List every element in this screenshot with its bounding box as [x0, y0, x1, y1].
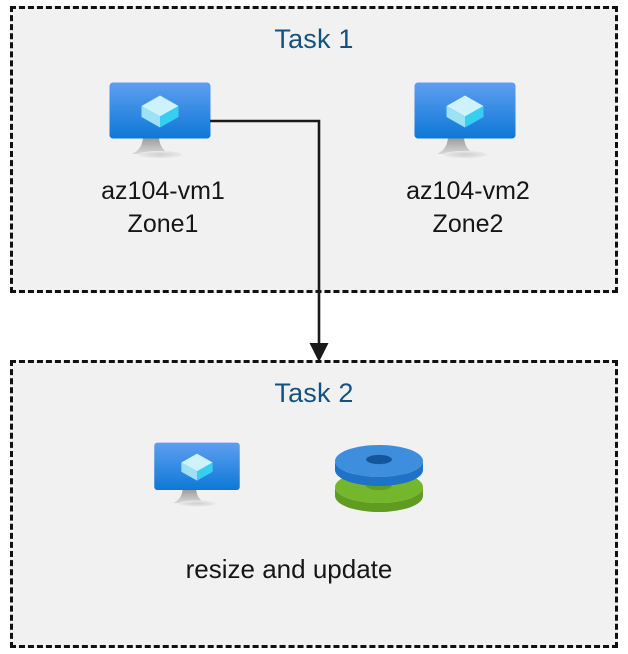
task-2-title: Task 2	[274, 378, 354, 408]
virtual-machine-icon	[413, 81, 517, 163]
disks-icon	[333, 441, 425, 513]
az104-vm1-label: az104-vm1 Zone1	[101, 177, 225, 238]
task-2-caption: resize and update	[185, 554, 393, 584]
virtual-machine-icon	[153, 441, 241, 511]
task-2-container	[10, 360, 618, 648]
az104-vm2-label: az104-vm2 Zone2	[406, 177, 530, 238]
virtual-machine-icon	[108, 81, 212, 163]
task-1-title: Task 1	[274, 24, 354, 54]
